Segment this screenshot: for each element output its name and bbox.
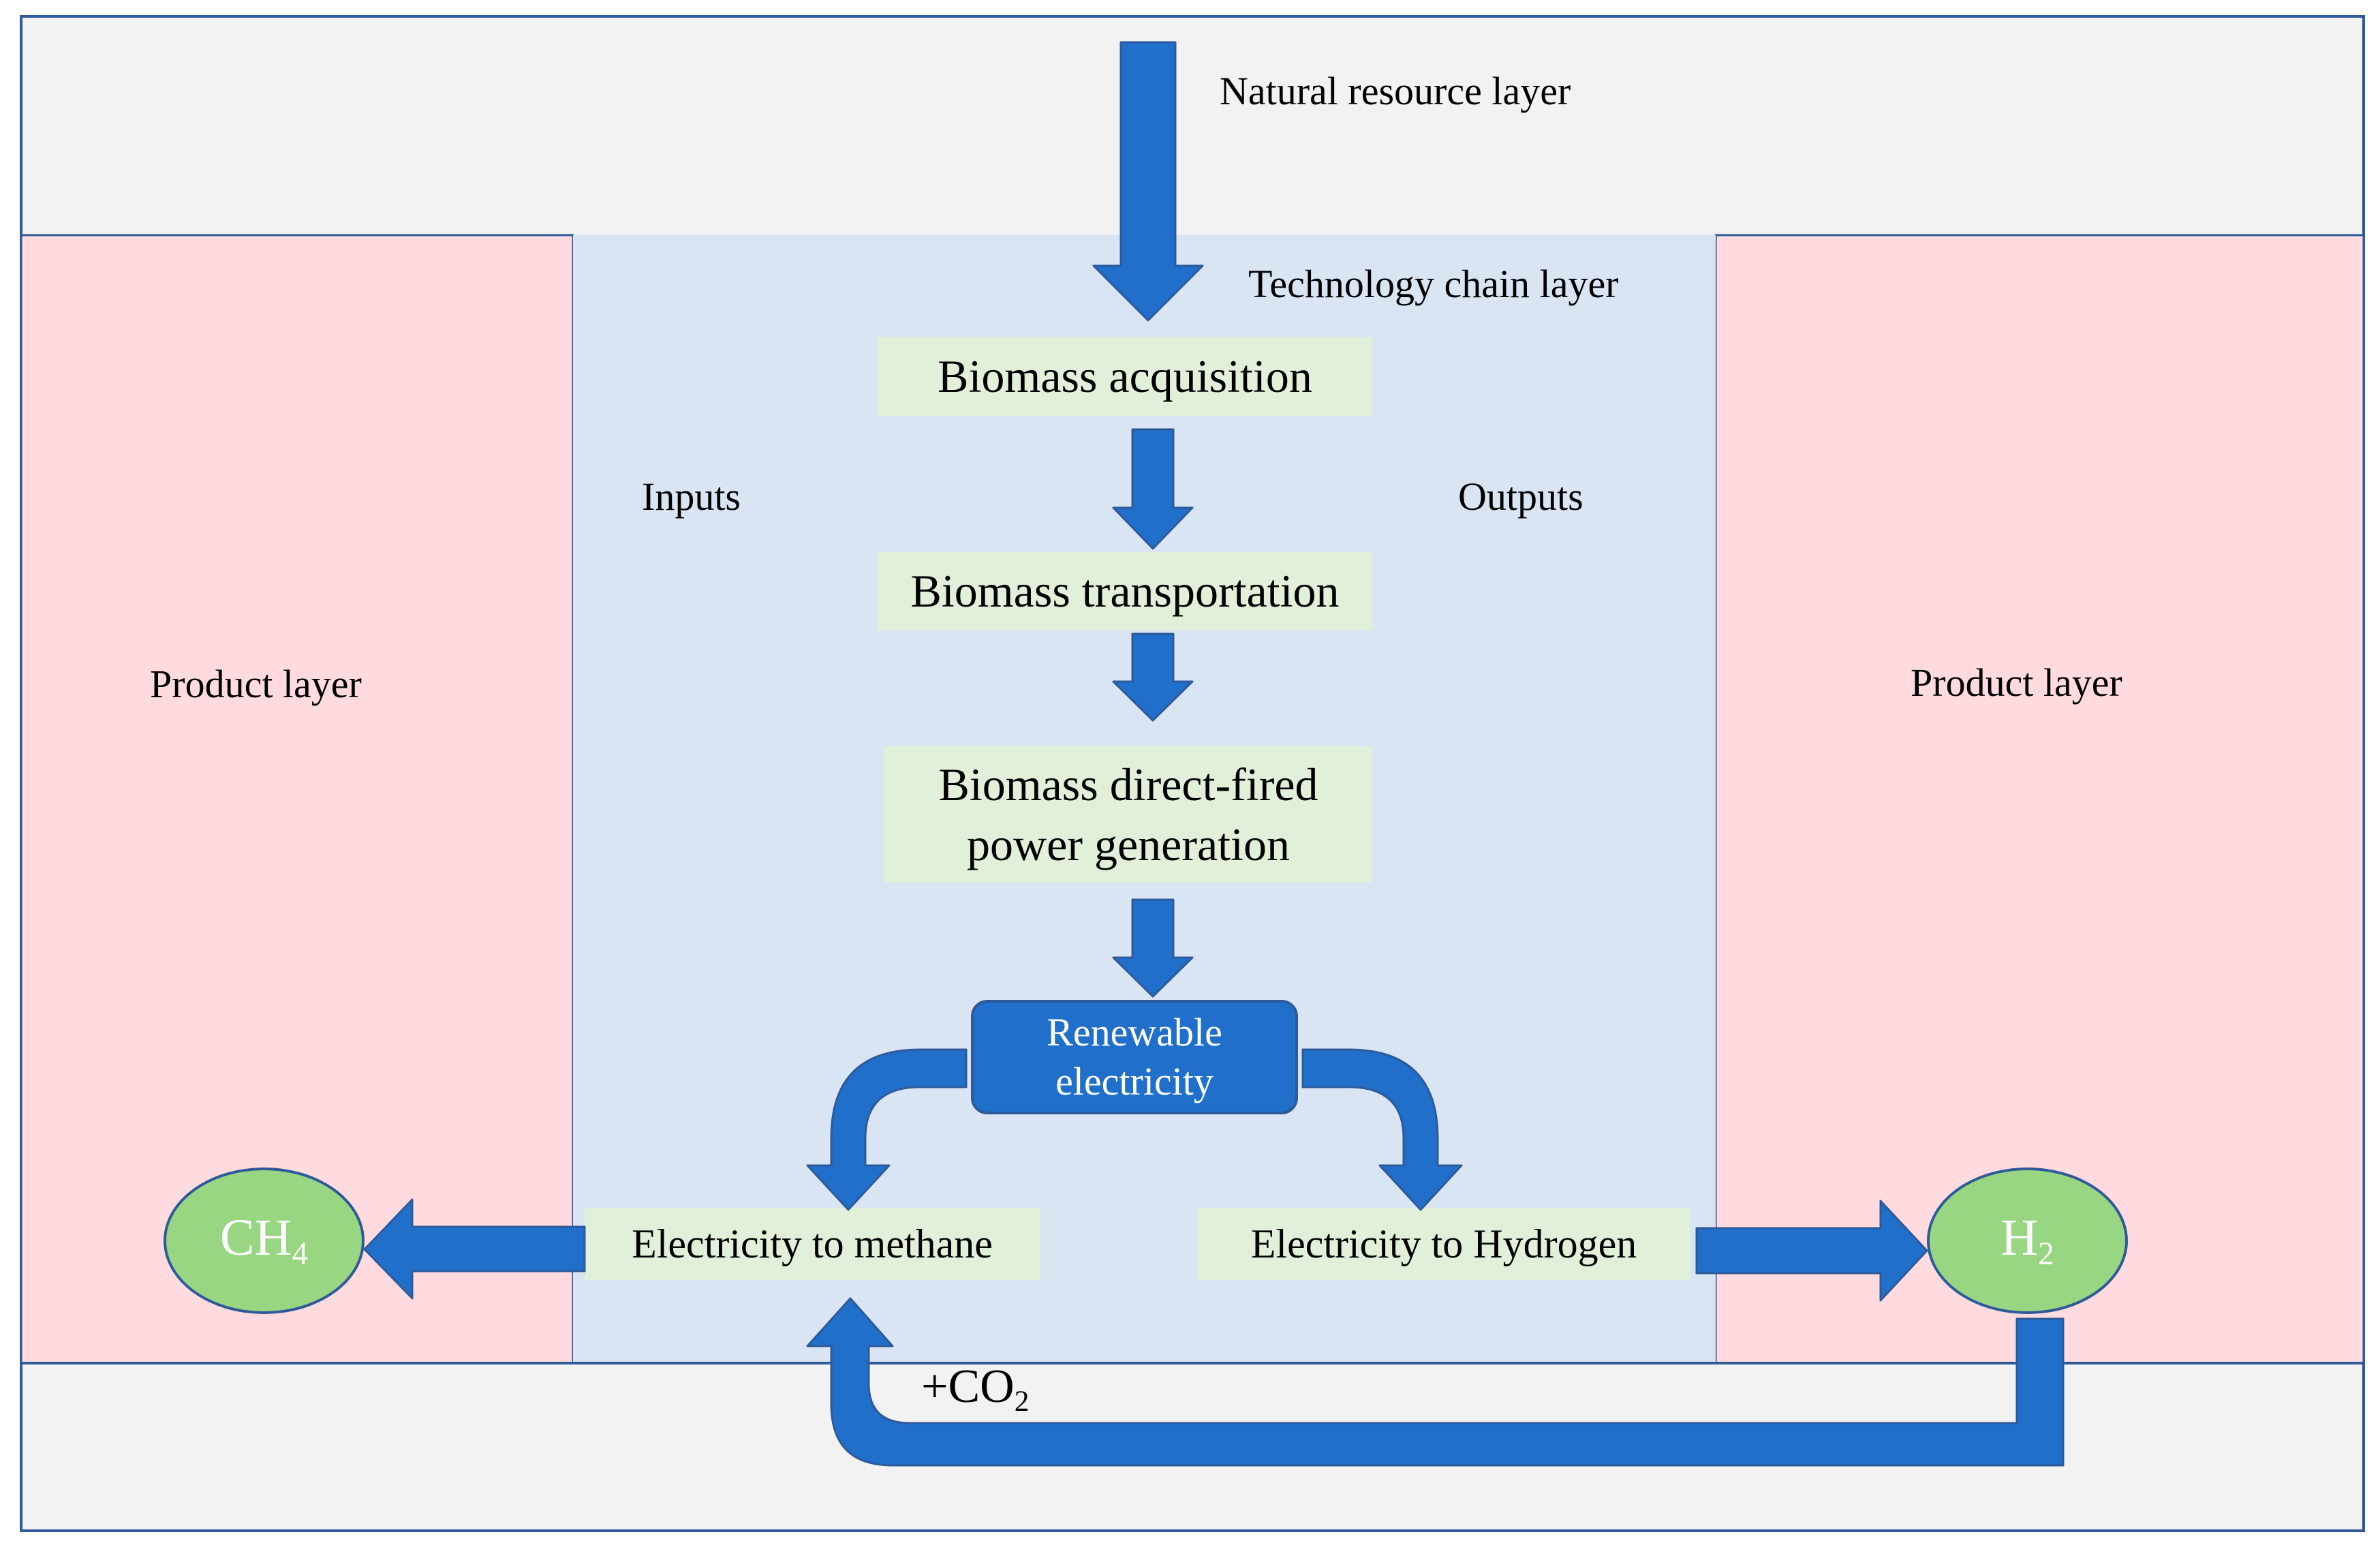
- arrow-h2-co2-loopback: [806, 1297, 2065, 1467]
- renewable-electricity-line2: electricity: [1055, 1059, 1214, 1103]
- arrow-electricity-to-methane: [806, 1048, 968, 1211]
- biomass-acquisition-label: Biomass acquisition: [938, 350, 1312, 403]
- ch4-label: CH4: [219, 1209, 309, 1272]
- arrow-power-to-electricity: [1112, 898, 1194, 998]
- arrow-electricity-to-hydrogen: [1301, 1048, 1463, 1211]
- ch4-product-ellipse: CH4: [164, 1168, 365, 1314]
- product-layer-left-label: Product layer: [150, 662, 362, 706]
- arrow-transportation-to-power: [1112, 632, 1194, 722]
- renewable-electricity-box: Renewable electricity: [971, 1000, 1298, 1114]
- inputs-label: Inputs: [642, 474, 741, 519]
- electricity-to-hydrogen-box: Electricity to Hydrogen: [1198, 1208, 1690, 1280]
- technology-chain-layer-label: Technology chain layer: [1248, 262, 1619, 306]
- biomass-acquisition-box: Biomass acquisition: [878, 337, 1372, 416]
- renewable-electricity-line1: Renewable: [1047, 1009, 1222, 1054]
- product-layer-right-label: Product layer: [1911, 660, 2122, 705]
- outputs-label: Outputs: [1458, 474, 1583, 519]
- power-generation-line2: power generation: [967, 819, 1290, 870]
- co2-label: +CO2: [921, 1360, 1030, 1418]
- power-generation-box: Biomass direct-fired power generation: [884, 746, 1372, 883]
- h2-label: H2: [2000, 1209, 2054, 1272]
- electricity-to-methane-box: Electricity to methane: [585, 1208, 1040, 1280]
- arrow-methane-to-ch4: [363, 1198, 586, 1300]
- arrow-resource-to-acquisition: [1092, 41, 1204, 322]
- product-layer-right: [1714, 234, 2365, 1364]
- electricity-to-methane-label: Electricity to methane: [632, 1221, 993, 1266]
- arrow-hydrogen-to-h2: [1695, 1200, 1928, 1302]
- arrow-acquisition-to-transportation: [1112, 428, 1194, 550]
- natural-resource-layer-label: Natural resource layer: [1220, 69, 1571, 113]
- biomass-transportation-box: Biomass transportation: [878, 552, 1372, 630]
- power-generation-line1: Biomass direct-fired: [938, 758, 1318, 810]
- electricity-to-hydrogen-label: Electricity to Hydrogen: [1250, 1221, 1637, 1266]
- h2-product-ellipse: H2: [1927, 1168, 2128, 1314]
- biomass-transportation-label: Biomass transportation: [910, 565, 1340, 617]
